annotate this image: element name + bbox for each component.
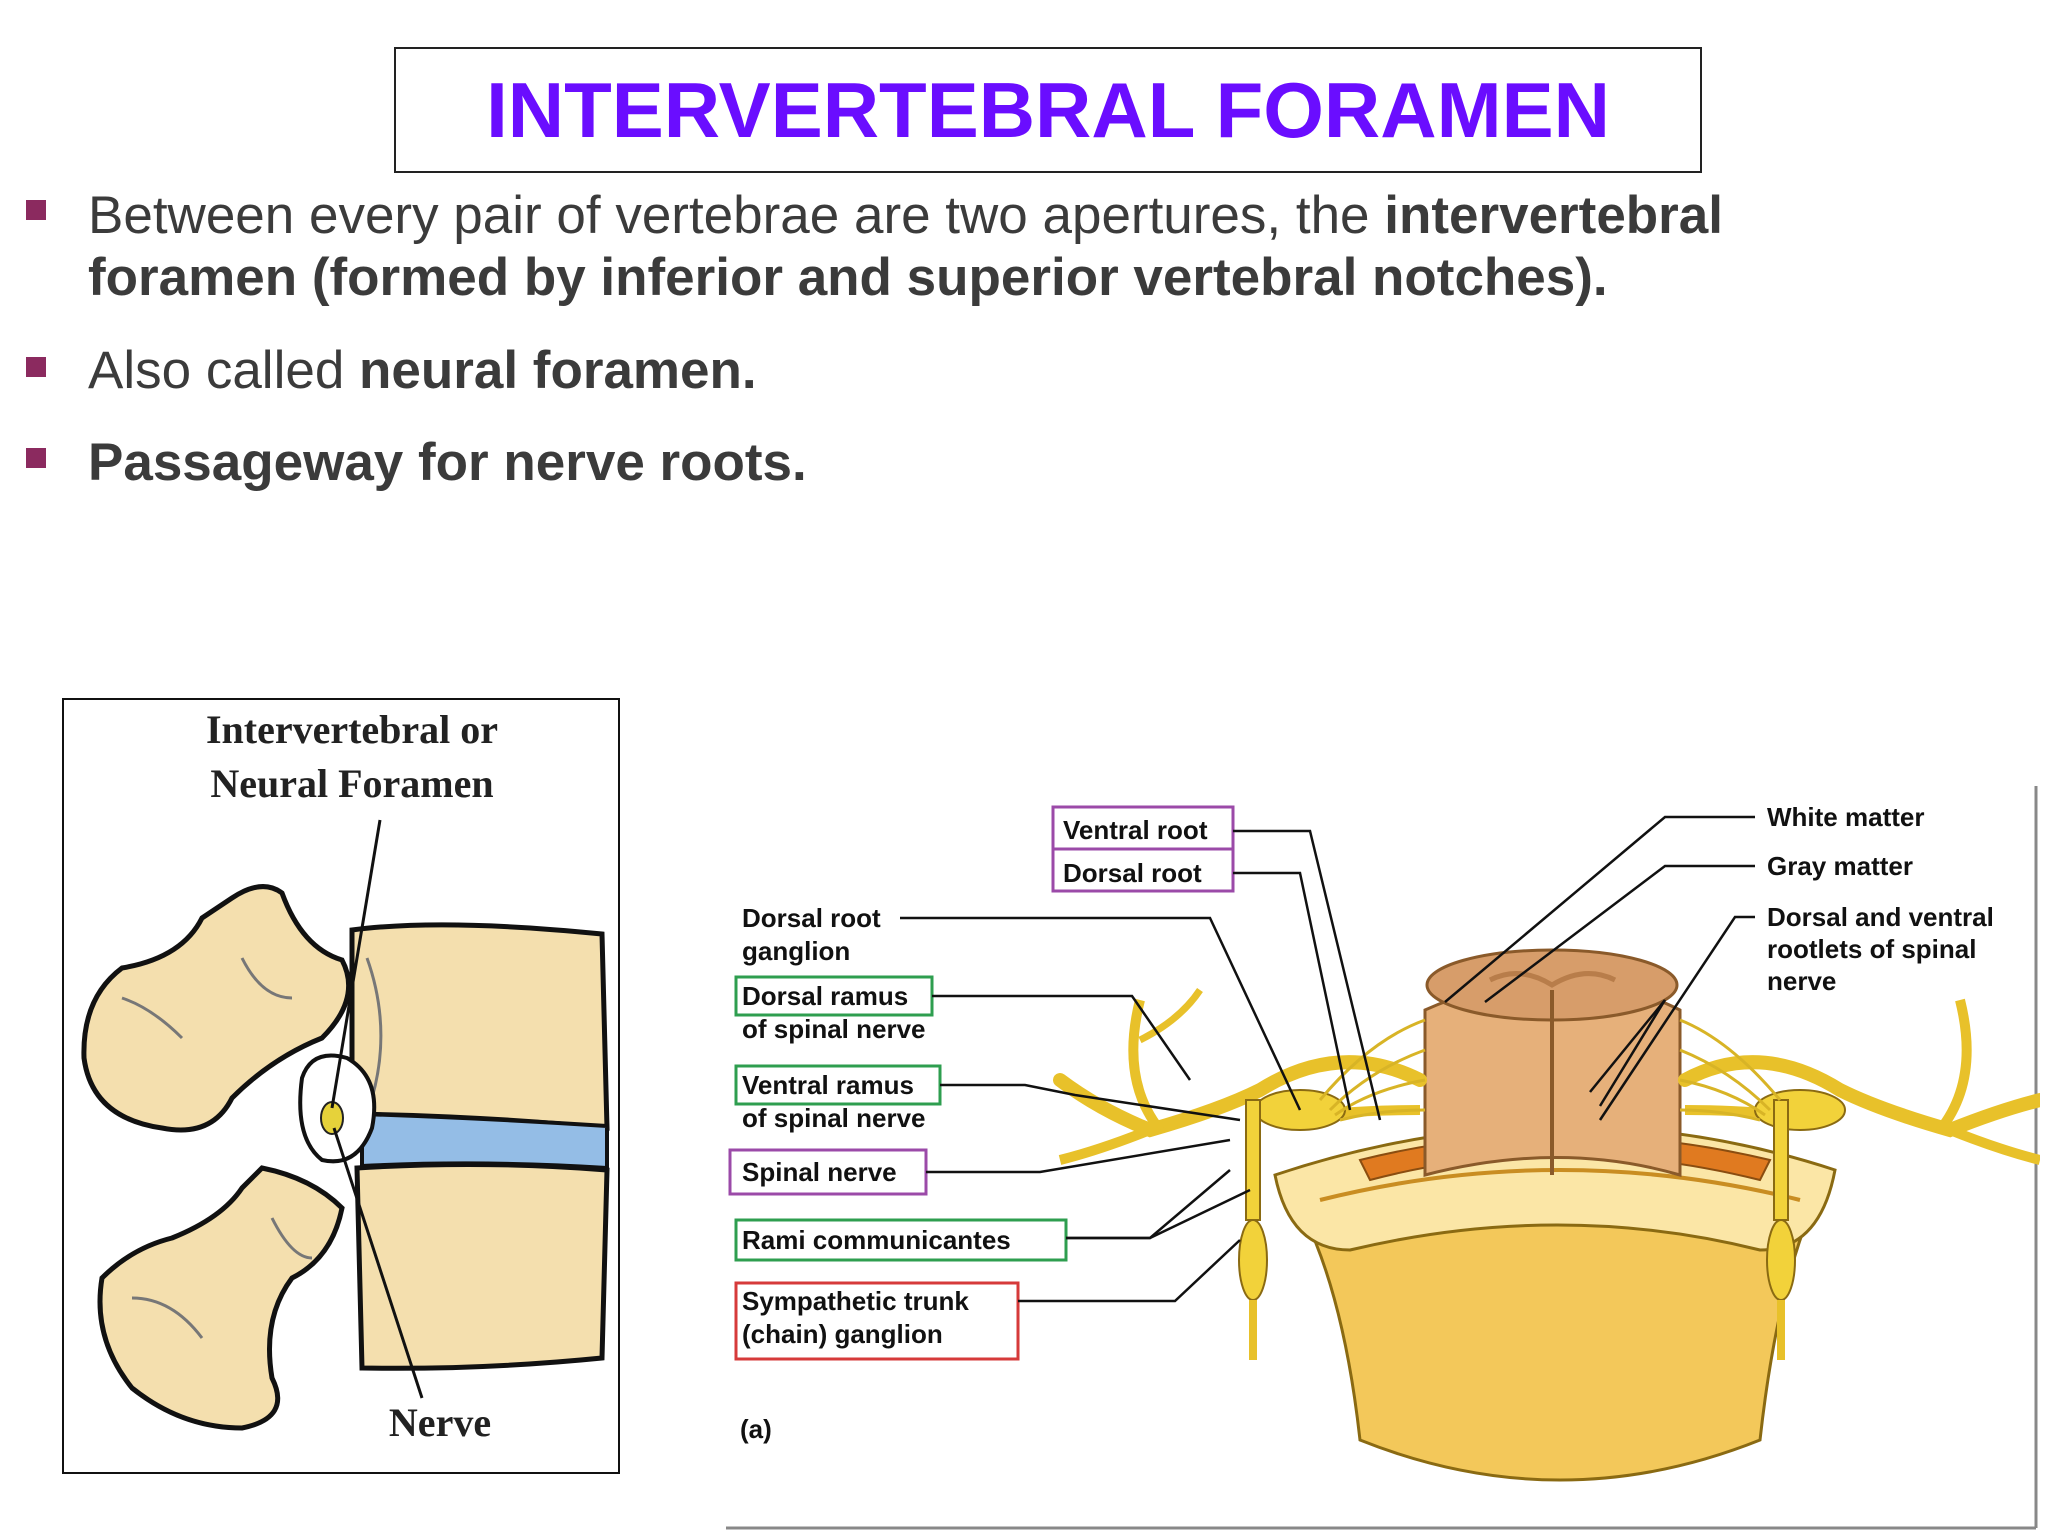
- intervertebral-disc: [360, 1111, 609, 1171]
- rootlets: [1318, 1018, 1782, 1122]
- upper-posterior-elements: [81, 884, 352, 1133]
- label-gray-matter: Gray matter: [1767, 851, 1913, 881]
- label-dorsal-ramus-1: Dorsal ramus: [742, 981, 908, 1011]
- leader-lines: [900, 815, 1755, 1303]
- label-drg-1: Dorsal root: [742, 903, 881, 933]
- spinal-cord: [1423, 948, 1682, 1177]
- left-label-top-2: Neural Foramen: [210, 761, 493, 806]
- spinal-cord-figure: Ventral root Dorsal root Dorsal root gan…: [726, 786, 2040, 1530]
- label-rami: Rami communicantes: [742, 1225, 1011, 1255]
- left-leader-top: [330, 819, 382, 1109]
- label-rootlets-2: rootlets of spinal: [1767, 934, 1976, 964]
- bullet-marker-3: [26, 448, 46, 468]
- left-vertebra-figure: Intervertebral or Neural Foramen Nerve: [62, 698, 620, 1474]
- bullet-1-bold: intervertebral: [1384, 186, 1724, 245]
- left-leader-bottom: [332, 1127, 424, 1399]
- bullet-1-line2: foramen (formed by inferior and superior…: [88, 248, 1608, 307]
- panel-label: (a): [740, 1414, 772, 1444]
- bullet-marker-1: [26, 200, 46, 220]
- label-spinal-nerve: Spinal nerve: [742, 1157, 897, 1187]
- dorsal-root-box: [1051, 847, 1235, 893]
- label-ventral-ramus-1: Ventral ramus: [742, 1070, 914, 1100]
- right-spinal-nerve: [1678, 998, 2040, 1360]
- bullet-2-bold: neural foramen.: [359, 341, 757, 400]
- lower-posterior-elements: [97, 1165, 345, 1431]
- label-rootlets-3: nerve: [1767, 966, 1836, 996]
- label-rootlets-1: Dorsal and ventral: [1767, 902, 1994, 932]
- label-dorsal-ramus-2: of spinal nerve: [742, 1014, 926, 1044]
- bullet-1: Between every pair of vertebrae are two …: [88, 185, 1988, 309]
- bullet-2-text: Also called: [88, 341, 360, 400]
- label-symp-1: Sympathetic trunk: [742, 1286, 969, 1316]
- left-label-bottom: Nerve: [389, 1400, 491, 1445]
- bullet-2: Also called neural foramen.: [88, 340, 1988, 402]
- upper-vertebral-body: [349, 922, 610, 1131]
- label-dorsal-root-text: Dorsal root: [1063, 858, 1202, 888]
- lower-vertebral-body: [354, 1161, 610, 1371]
- vertebral-body: [1273, 1124, 1837, 1482]
- bullet-marker-2: [26, 357, 46, 377]
- bullet-1-text: Between every pair of vertebrae are two …: [88, 186, 1385, 245]
- label-drg-2: ganglion: [742, 936, 850, 966]
- rami-communicantes-box: [734, 1218, 1068, 1262]
- label-white-matter: White matter: [1767, 802, 1924, 832]
- left-label-top-1: Intervertebral or: [206, 707, 498, 752]
- title-box: INTERVERTEBRAL FORAMEN: [394, 47, 1702, 173]
- sympathetic-trunk-box: [734, 1281, 1020, 1361]
- label-symp-2: (chain) ganglion: [742, 1319, 943, 1349]
- bullet-3-bold: Passageway for nerve roots.: [88, 433, 807, 492]
- label-ventral-root-text: Ventral root: [1063, 815, 1208, 845]
- bullet-3: Passageway for nerve roots.: [88, 432, 1988, 494]
- slide-title: INTERVERTEBRAL FORAMEN: [486, 65, 1610, 154]
- label-ventral-ramus-2: of spinal nerve: [742, 1103, 926, 1133]
